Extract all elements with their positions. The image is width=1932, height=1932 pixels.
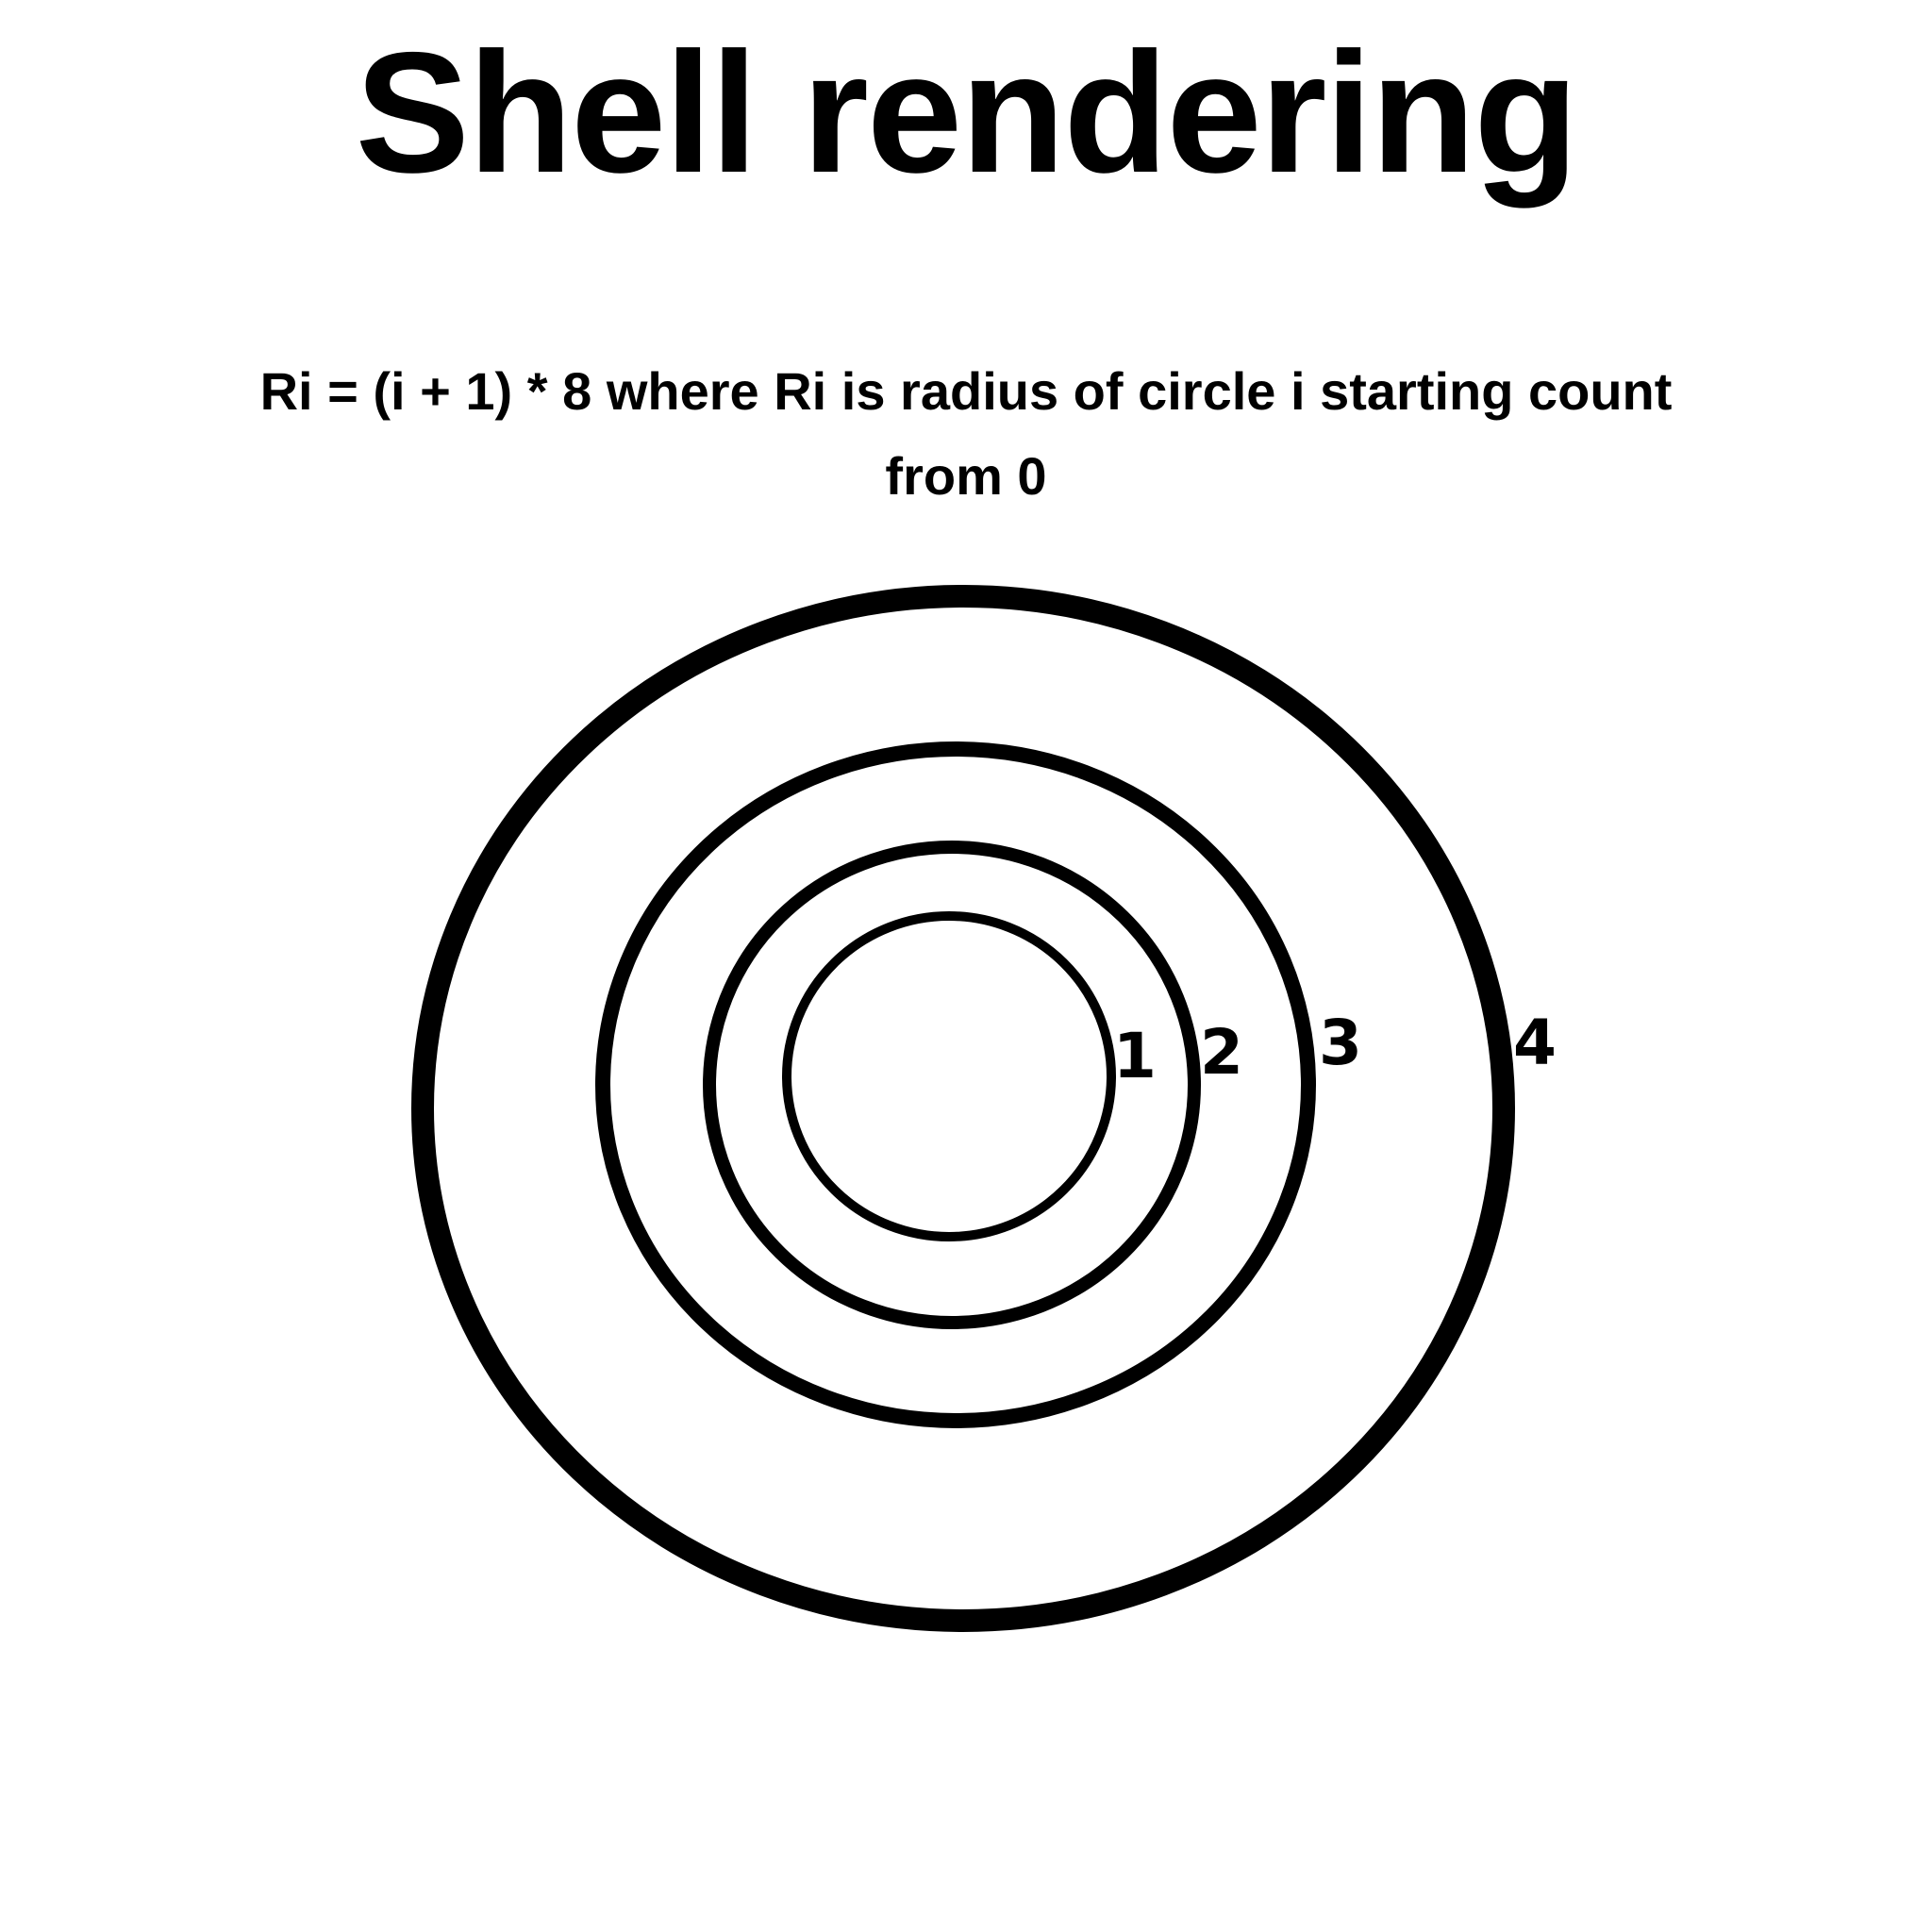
page-title: Shell rendering xyxy=(355,16,1579,208)
shell-label-2: 2 xyxy=(1200,1016,1243,1089)
formula-caption: Ri = (i + 1) * 8 where Ri is radius of c… xyxy=(259,361,1673,506)
shell-label-1: 1 xyxy=(1113,1020,1157,1092)
shell-circles xyxy=(411,585,1515,1632)
shell-circle-2 xyxy=(703,841,1201,1329)
shell-circle-4 xyxy=(411,585,1515,1632)
shell-labels: 1 2 3 4 xyxy=(1113,1007,1557,1092)
shell-circle-3 xyxy=(595,741,1316,1428)
shell-circle-1 xyxy=(782,911,1116,1241)
shell-label-3: 3 xyxy=(1319,1007,1362,1079)
shell-label-4: 4 xyxy=(1513,1007,1557,1079)
